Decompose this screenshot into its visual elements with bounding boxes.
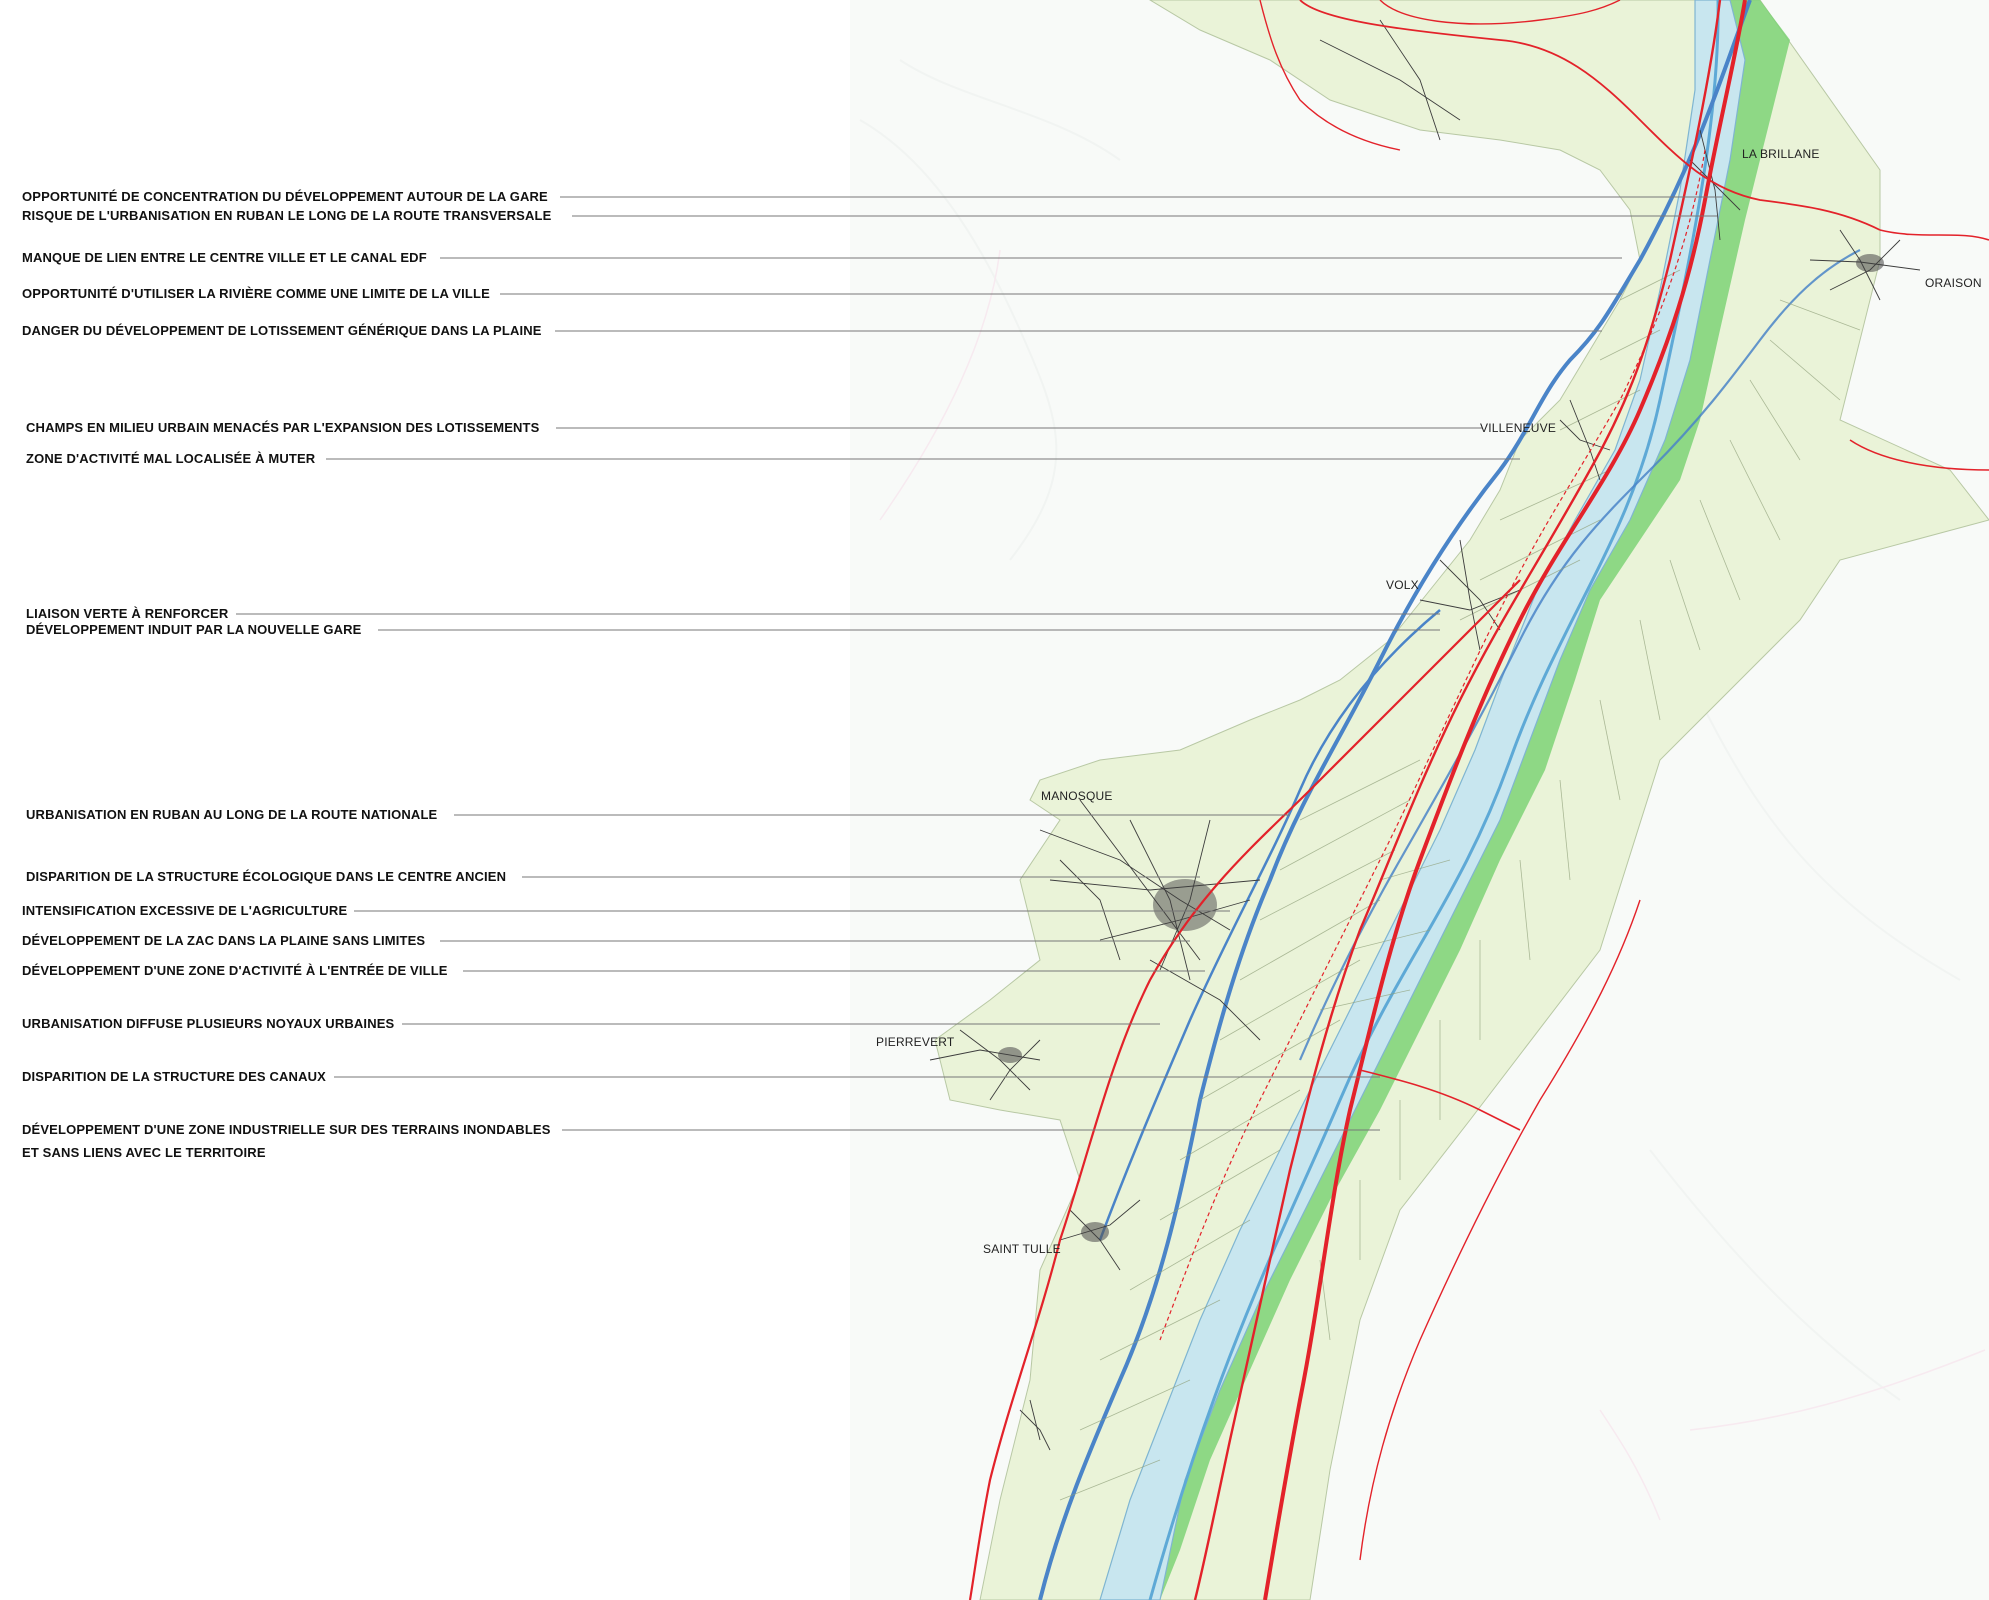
annotation-liaison-verte: LIAISON VERTE À RENFORCER bbox=[26, 606, 229, 621]
annotation-ruban-transversale: RISQUE DE L'URBANISATION EN RUBAN LE LON… bbox=[22, 208, 552, 223]
annotation-canaux: DISPARITION DE LA STRUCTURE DES CANAUX bbox=[22, 1069, 326, 1084]
annotation-gare: OPPORTUNITÉ DE CONCENTRATION DU DÉVELOPP… bbox=[22, 189, 548, 204]
annotation-route-nationale: URBANISATION EN RUBAN AU LONG DE LA ROUT… bbox=[26, 807, 438, 822]
annotation-canal-edf: MANQUE DE LIEN ENTRE LE CENTRE VILLE ET … bbox=[22, 250, 427, 265]
railway bbox=[1159, 149, 1706, 1341]
place-label-manosque: MANOSQUE bbox=[1041, 789, 1113, 803]
place-label-volx: VOLX bbox=[1386, 578, 1419, 592]
annotation-zac: DÉVELOPPEMENT DE LA ZAC DANS LA PLAINE S… bbox=[22, 933, 426, 948]
annotation-champs-urbains: CHAMPS EN MILIEU URBAIN MENACÉS PAR L'EX… bbox=[26, 420, 540, 435]
place-label-la-brillane: LA BRILLANE bbox=[1742, 147, 1820, 161]
river-channel bbox=[1148, 0, 1720, 1600]
annotation-nouvelle-gare: DÉVELOPPEMENT INDUIT PAR LA NOUVELLE GAR… bbox=[26, 622, 362, 637]
annotation-entree-ville: DÉVELOPPEMENT D'UNE ZONE D'ACTIVITÉ À L'… bbox=[22, 963, 448, 978]
annotation-noyaux: URBANISATION DIFFUSE PLUSIEURS NOYAUX UR… bbox=[22, 1016, 395, 1031]
river-bed bbox=[1099, 0, 1746, 1600]
place-label-villeneuve: VILLENEUVE bbox=[1480, 421, 1557, 435]
place-label-pierrevert: PIERREVERT bbox=[876, 1035, 955, 1049]
manosque-canal bbox=[1098, 609, 1441, 1241]
annotation-lotissement-plaine: DANGER DU DÉVELOPPEMENT DE LOTISSEMENT G… bbox=[22, 323, 542, 338]
annotation-zone-muter: ZONE D'ACTIVITÉ MAL LOCALISÉE À MUTER bbox=[26, 451, 316, 466]
secondary-canal bbox=[1298, 249, 1861, 1061]
place-label-saint-tulle: SAINT TULLE bbox=[983, 1242, 1061, 1256]
place-label-oraison: ORAISON bbox=[1925, 276, 1982, 290]
field-parcels bbox=[1059, 269, 1861, 1501]
annotation-riviere-limite: OPPORTUNITÉ D'UTILISER LA RIVIÈRE COMME … bbox=[22, 286, 490, 301]
annotation-agriculture: INTENSIFICATION EXCESSIVE DE L'AGRICULTU… bbox=[22, 903, 348, 918]
annotation-zone-industrielle-suite: ET SANS LIENS AVEC LE TERRITOIRE bbox=[22, 1145, 266, 1160]
annotation-centre-ancien: DISPARITION DE LA STRUCTURE ÉCOLOGIQUE D… bbox=[26, 869, 507, 884]
red-roads bbox=[968, 0, 1989, 1600]
annotation-zone-industrielle: DÉVELOPPEMENT D'UNE ZONE INDUSTRIELLE SU… bbox=[22, 1122, 551, 1137]
